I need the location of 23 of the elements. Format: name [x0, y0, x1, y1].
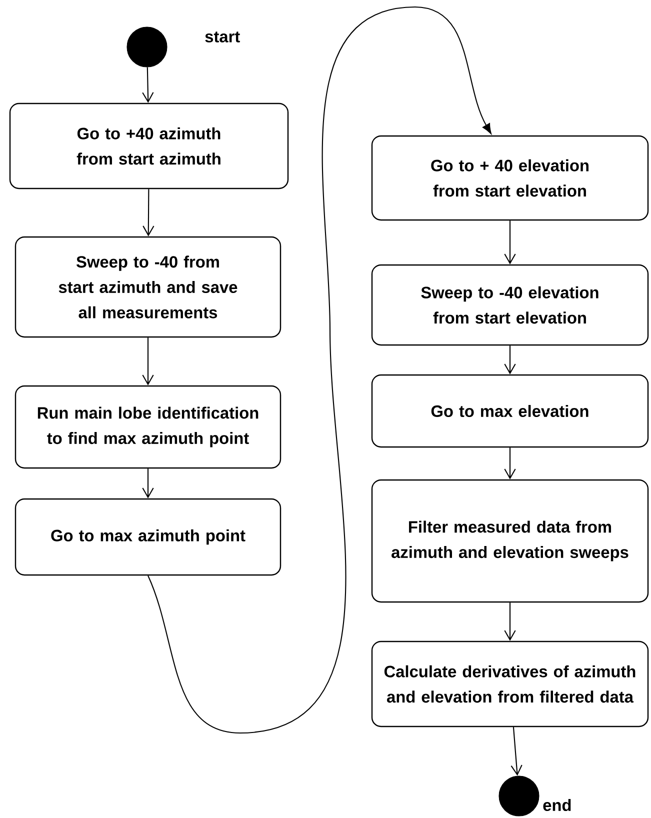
- arrow: [142, 338, 154, 386]
- process-box: Go to max elevation: [371, 374, 649, 448]
- arrow: [504, 448, 516, 480]
- arrow: [504, 220, 516, 264]
- process-box: Calculate derivatives of azimuth and elevation from filtered data: [371, 640, 649, 728]
- arrow: [504, 346, 516, 374]
- arrow: [148, 6, 492, 734]
- process-box: Sweep to -40 elevation from start elevation: [371, 264, 649, 346]
- process-box: Sweep to -40 from start azimuth and save all measurements: [14, 236, 282, 338]
- process-box: Run main lobe identification to find max azimuth point: [14, 385, 282, 469]
- process-box: Go to +40 azimuth from start azimuth: [9, 102, 289, 190]
- node-label: end: [543, 798, 571, 812]
- arrow: [510, 727, 522, 776]
- filled-circle: [126, 26, 168, 68]
- node-label: start: [205, 32, 240, 42]
- process-box: Go to + 40 elevation from start elevation: [371, 135, 649, 221]
- arrow: [504, 602, 516, 641]
- process-box: Filter measured data from azimuth and elevation sweeps: [371, 479, 649, 603]
- arrow: [142, 67, 154, 103]
- process-box: Go to max azimuth point: [14, 498, 282, 576]
- arrow: [142, 189, 154, 236]
- arrow: [142, 468, 154, 498]
- filled-circle: [498, 776, 540, 816]
